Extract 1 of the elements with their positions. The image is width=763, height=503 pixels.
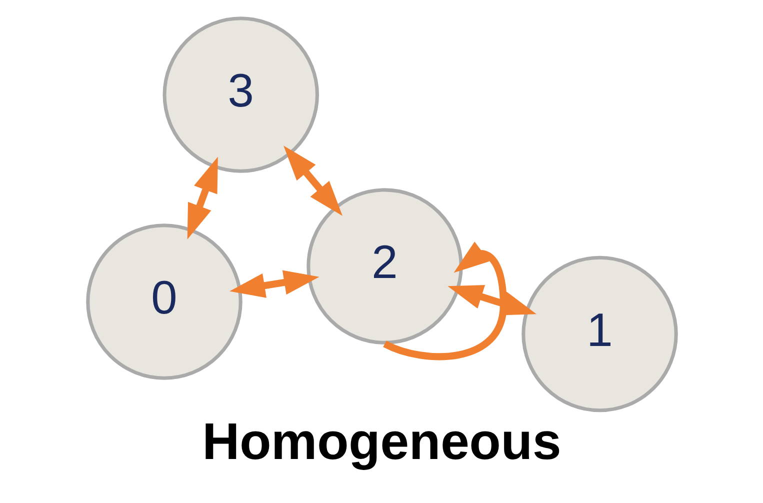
caption: Homogeneous xyxy=(202,411,561,470)
